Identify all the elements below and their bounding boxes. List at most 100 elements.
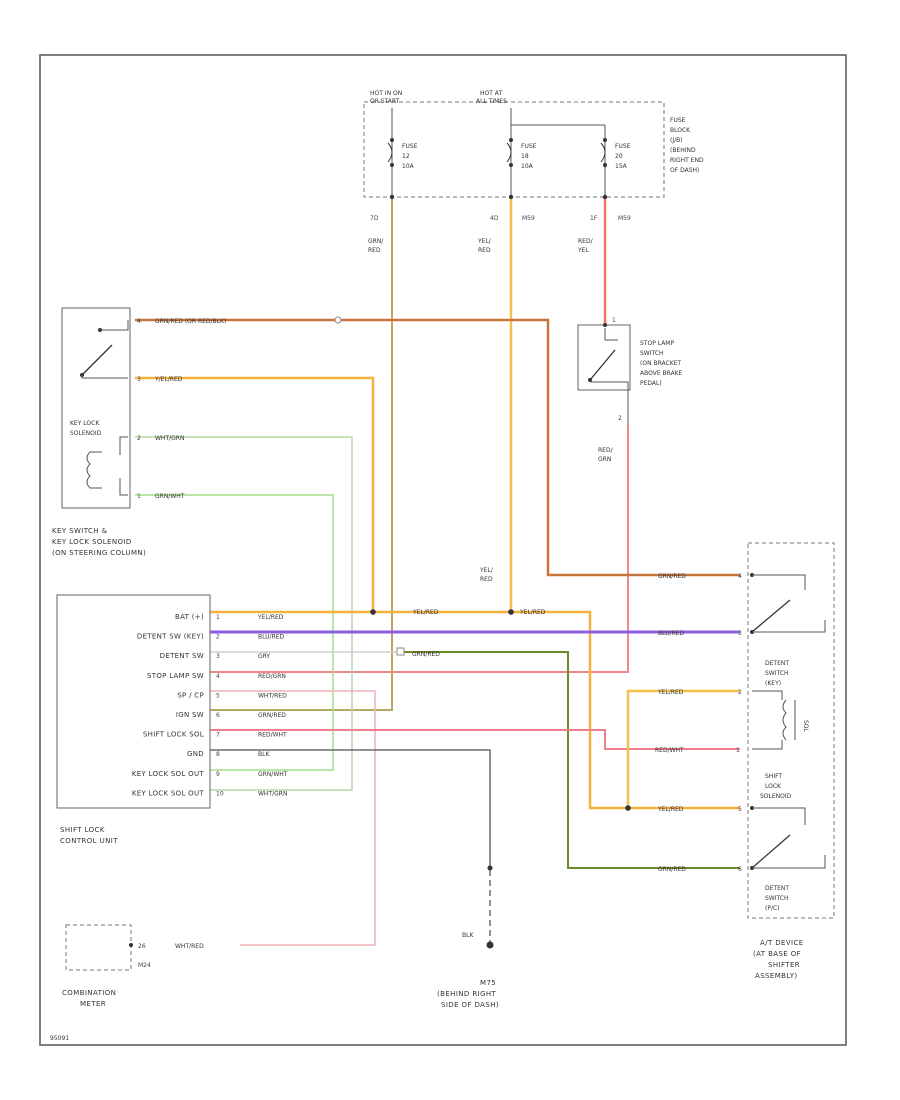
combination-meter-wire: WHT/RED	[175, 943, 204, 950]
stop-lamp-label-1: STOP LAMP	[640, 340, 674, 347]
wire-label-yel-red-b-2: RED	[480, 576, 493, 583]
fuse-pin-4d-conn: M59	[522, 215, 535, 222]
wire-grn-red-pc	[400, 651, 740, 869]
wire-blk-gnd	[210, 749, 491, 868]
detent-pc-label-1: DETENT	[765, 885, 789, 892]
junction-dot-2	[508, 609, 514, 615]
key-switch-box	[61, 307, 131, 509]
at-wire-2: YEL/RED	[657, 689, 684, 696]
key-wire-3: Y/EL/RED	[154, 376, 183, 383]
key-wire-2: WHT/GRN	[155, 435, 184, 442]
combination-meter-conn: M24	[138, 962, 151, 969]
key-pin-1: 1	[137, 493, 141, 500]
control-unit-row-wire: GRY	[258, 653, 270, 660]
at-wire-1: RED/WHT	[655, 747, 684, 754]
at-pin-3: 3	[738, 630, 742, 637]
at-wire-5: YEL/RED	[657, 806, 684, 813]
at-device-caption-4: ASSEMBLY)	[755, 972, 798, 980]
fuse-block-desc-3: (J/B)	[670, 137, 683, 144]
key-switch-caption-3: (ON STEERING COLUMN)	[52, 549, 146, 557]
control-unit-row-wire: GRN/RED	[258, 712, 286, 719]
wire-wht-grn-key2	[135, 436, 353, 791]
control-unit-row-name: BAT (+)	[175, 613, 204, 621]
stop-lamp-switch: 1 2 STOP LAMP SWITCH (ON BRACKET ABOVE B…	[577, 317, 683, 425]
key-pin-3: 3	[137, 376, 141, 383]
fuse-12-line-2: 12	[402, 153, 410, 160]
fuse-18-line-2: 18	[521, 153, 529, 160]
fuse-18: FUSE 18 10A	[506, 138, 537, 170]
splice-marker-2	[396, 647, 405, 656]
control-unit-caption-1: SHIFT LOCK	[60, 826, 105, 834]
splice-marker	[334, 316, 342, 324]
control-unit-row-pin: 8	[216, 751, 220, 758]
wire-label-red-yel-2: YEL	[577, 247, 589, 254]
key-wire-1: GRN/WHT	[155, 493, 185, 500]
key-lock-solenoid-2: SOLENOID	[70, 430, 102, 437]
key-switch: KEY LOCK SOLENOID 4 3 2 1 GRN/RED (OR RE…	[52, 307, 226, 557]
combination-meter-caption-2: METER	[80, 1000, 106, 1008]
detent-key-label-1: DETENT	[765, 660, 789, 667]
wires	[135, 197, 740, 946]
ground-icon	[486, 941, 494, 949]
detent-pc-label-3: (P/C)	[765, 905, 780, 912]
diagram-id: 95091	[50, 1035, 69, 1042]
at-pin-4: 4	[738, 573, 742, 580]
fuse-block-desc-1: FUSE	[670, 117, 686, 124]
wire-grn-red-ign	[210, 197, 393, 711]
wire-yel-red-at2	[626, 689, 740, 808]
wire-label-grn-red-2: RED	[368, 247, 381, 254]
fuse-block-desc-2: BLOCK	[670, 127, 691, 134]
control-unit-row-wire: YEL/RED	[257, 614, 284, 621]
key-switch-caption-2: KEY LOCK SOLENOID	[52, 538, 132, 546]
mid-wire-yel-red: YEL/RED	[412, 609, 439, 616]
control-unit-row-pin: 9	[216, 771, 220, 778]
combination-meter-outline	[65, 924, 132, 971]
wire-label-yel-red-b-1: YEL/	[479, 567, 494, 574]
control-unit-row-name: IGN SW	[176, 711, 204, 719]
at-device-sol: SOL	[802, 720, 809, 733]
control-unit-row-wire: BLK	[258, 751, 270, 758]
fuse-pin-7d: 7D	[370, 215, 379, 222]
stop-lamp-label-4: ABOVE BRAKE	[640, 370, 683, 377]
control-unit-row-name: KEY LOCK SOL OUT	[132, 789, 205, 797]
ground-wire: BLK	[462, 932, 474, 939]
stop-lamp-label-5: PEDAL)	[640, 380, 662, 387]
diagram-frame	[39, 54, 847, 1046]
hot-in-on-line-1: HOT IN ON	[370, 90, 402, 97]
hot-at-line-1: HOT AT	[480, 90, 502, 97]
control-unit-row-wire: BLU/RED	[258, 634, 285, 641]
control-unit-row-wire: WHT/RED	[258, 692, 287, 699]
at-device-caption-1: A/T DEVICE	[760, 939, 804, 947]
control-unit-row-name: GND	[187, 750, 204, 758]
at-pin-5: 5	[738, 806, 742, 813]
stop-lamp-label-3: (ON BRACKET	[640, 360, 681, 367]
fuse-12-line-3: 10A	[402, 163, 415, 170]
fuse-block: HOT IN ON OR START HOT AT ALL TIMES FUSE…	[363, 90, 704, 222]
fuse-18-line-1: FUSE	[521, 143, 537, 150]
hot-in-on-line-2: OR START	[370, 98, 400, 105]
junction-dot-6	[602, 194, 608, 200]
detent-key-label-3: (KEY)	[765, 680, 781, 687]
fuse-pin-4d: 4D	[490, 215, 499, 222]
key-switch-caption-1: KEY SWITCH &	[52, 527, 108, 535]
control-unit-row-pin: 2	[216, 634, 220, 641]
fuse-block-desc-5: RIGHT END	[670, 157, 704, 164]
control-unit-row-pin: 3	[216, 653, 220, 660]
wire-label-grn-red-1: GRN/	[368, 238, 384, 245]
control-unit-row-name: SP / CP	[177, 691, 204, 699]
combination-meter: 26 M24 WHT/RED COMBINATION METER	[62, 924, 204, 1008]
control-unit-row-name: DETENT SW	[160, 652, 204, 660]
at-wire-6: GRN/RED	[658, 866, 686, 873]
wire-red-grn-stop	[210, 425, 629, 673]
wire-grn-red-key4	[135, 318, 740, 577]
control-unit-row-wire: GRN/WHT	[258, 771, 288, 778]
fuse-20-line-1: FUSE	[615, 143, 631, 150]
shift-lock-label-1: SHIFT	[765, 773, 782, 780]
at-pin-2: 2	[738, 689, 742, 696]
wire-label-yel-red-1: YEL/	[477, 238, 492, 245]
mid-wire-yel-red-b: YEL/RED	[519, 609, 546, 616]
junction-dot-4	[389, 194, 395, 200]
wire-yel-red-bat	[210, 610, 740, 810]
